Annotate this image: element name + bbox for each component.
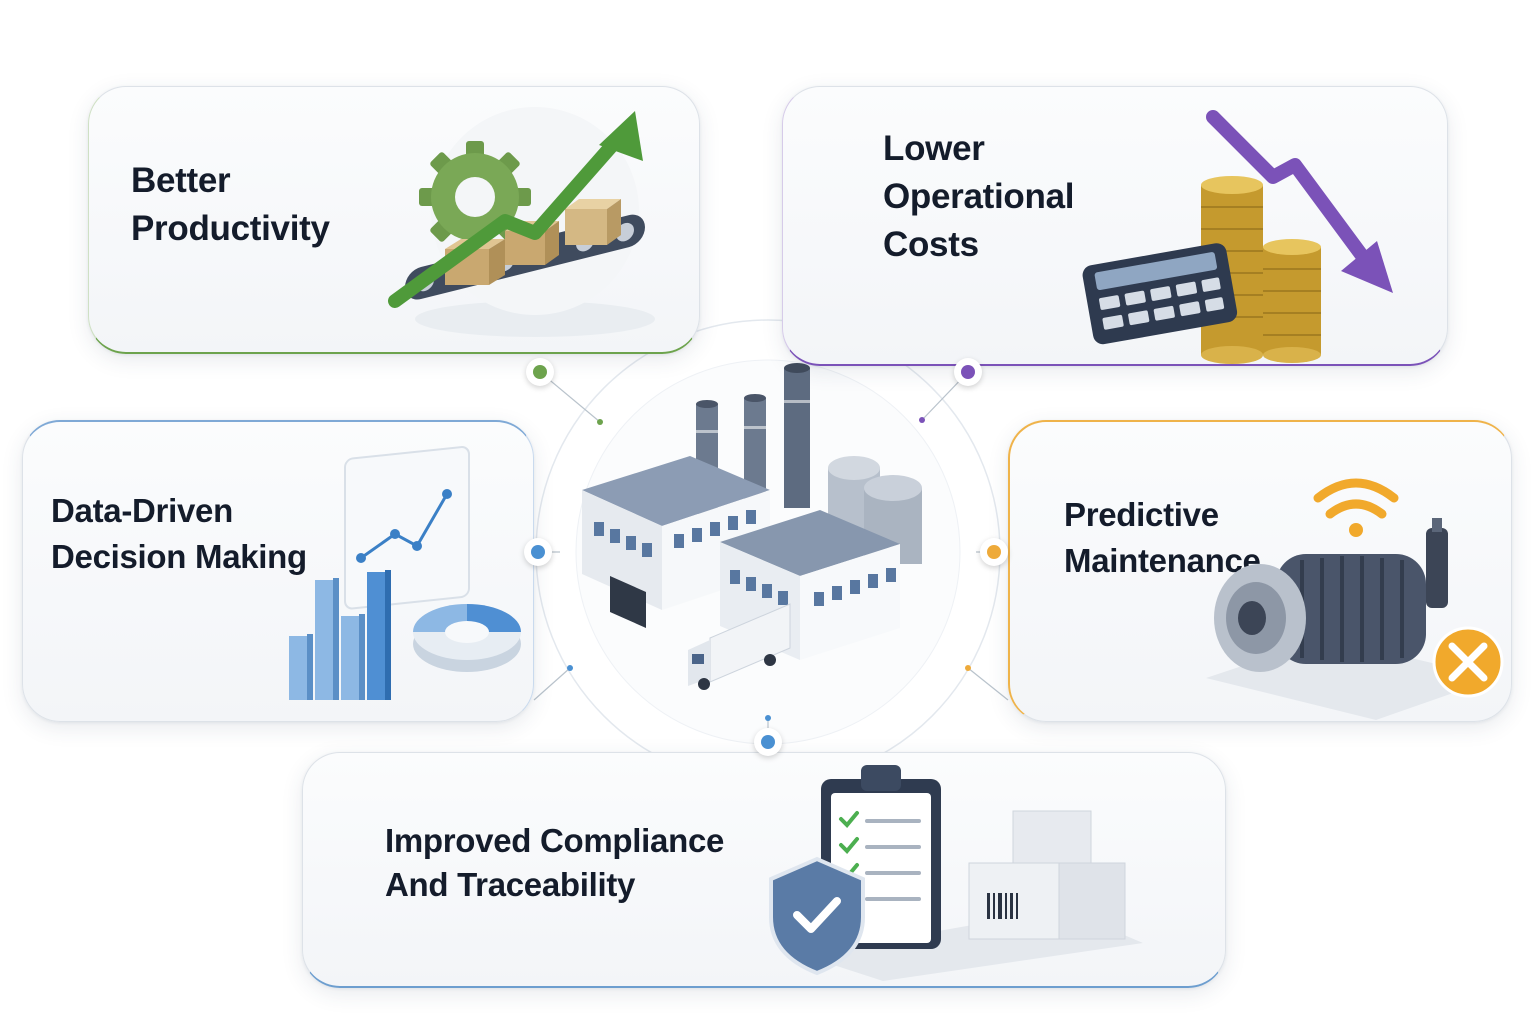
card-title: Predictive Maintenance [1064,492,1261,584]
title-line-1: Better [131,161,231,200]
card-predictive-maintenance: Predictive Maintenance [1008,420,1512,722]
title-line-1: Predictive [1064,496,1219,533]
card-title: Lower Operational Costs [883,125,1074,269]
clipboard-shield-boxes-icon [769,765,1143,981]
title-line-2: Decision Making [51,538,307,575]
card-lower-operational-costs: Lower Operational Costs [782,86,1448,366]
title-line-2: Maintenance [1064,542,1261,579]
connector-dot-compliance [754,728,782,756]
title-line-3: Costs [883,225,979,264]
card-title: Data-Driven Decision Making [51,488,307,580]
factory-icon [582,363,922,690]
title-line-1: Lower [883,129,985,168]
motor-wifi-wrench-icon [1206,478,1504,720]
connector-dot-productivity [526,358,554,386]
title-line-1: Improved Compliance [385,822,725,859]
card-improved-compliance-traceability: Improved Compliance And Traceability [302,752,1226,988]
connector-dot-costs [954,358,982,386]
gear-conveyor-growth-icon [388,107,655,337]
card-title: Better Productivity [131,157,330,253]
card-title: Improved Compliance And Traceability [385,819,724,907]
card-data-driven-decision-making: Data-Driven Decision Making [22,420,534,722]
title-line-2: Operational [883,177,1075,216]
title-line-1: Data-Driven [51,492,233,529]
analytics-charts-icon [289,446,521,700]
card-better-productivity: Better Productivity [88,86,700,354]
connector-dot-maintenance [980,538,1008,566]
connector-dot-data [524,538,552,566]
title-line-2: And Traceability [385,866,636,903]
title-line-2: Productivity [131,209,330,248]
coins-calculator-downtrend-icon [1082,110,1393,364]
